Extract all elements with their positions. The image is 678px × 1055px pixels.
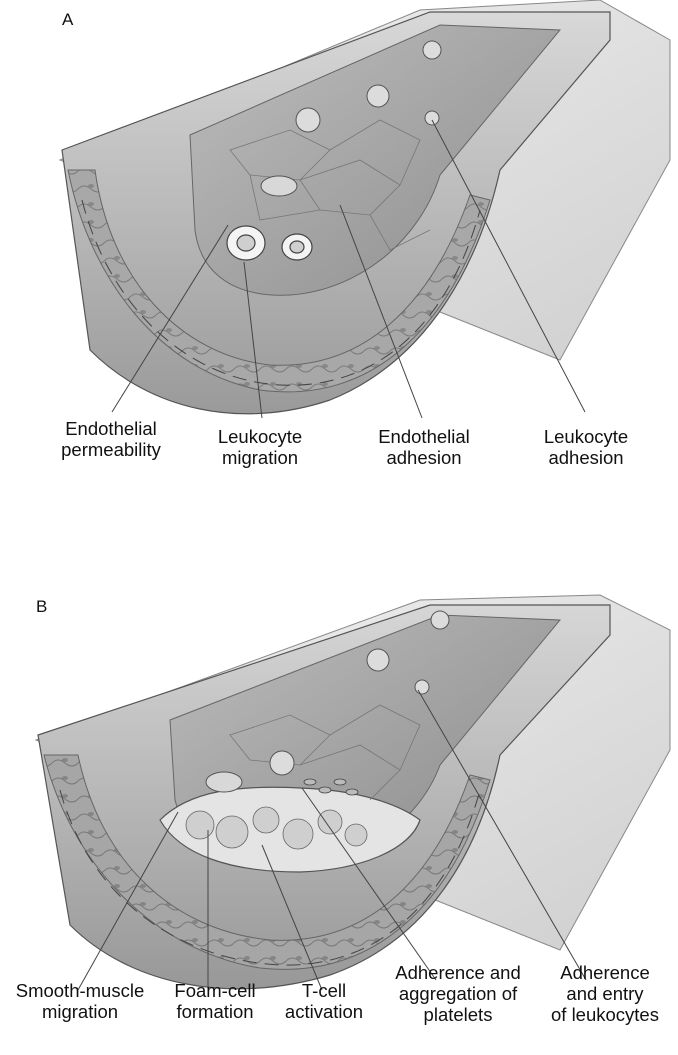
label-platelet-aggregation: Adherence and aggregation of platelets <box>378 962 538 1025</box>
label-leukocyte-adhesion: Leukocyte adhesion <box>526 426 646 468</box>
label-leukocyte-migration: Leukocyte migration <box>200 426 320 468</box>
label-smooth-muscle-migration: Smooth-muscle migration <box>0 980 160 1022</box>
monocyte <box>261 176 297 196</box>
panel-b: B <box>0 520 678 1055</box>
label-endothelial-adhesion: Endothelial adhesion <box>364 426 484 468</box>
label-foam-cell-formation: Foam-cell formation <box>160 980 270 1022</box>
label-endothelial-permeability: Endothelial permeability <box>36 418 186 460</box>
label-leukocyte-entry: Adherence and entry of leukocytes <box>532 962 678 1025</box>
panel-a: A <box>0 0 678 520</box>
label-t-cell-activation: T-cell activation <box>266 980 382 1022</box>
monocyte <box>206 772 242 792</box>
